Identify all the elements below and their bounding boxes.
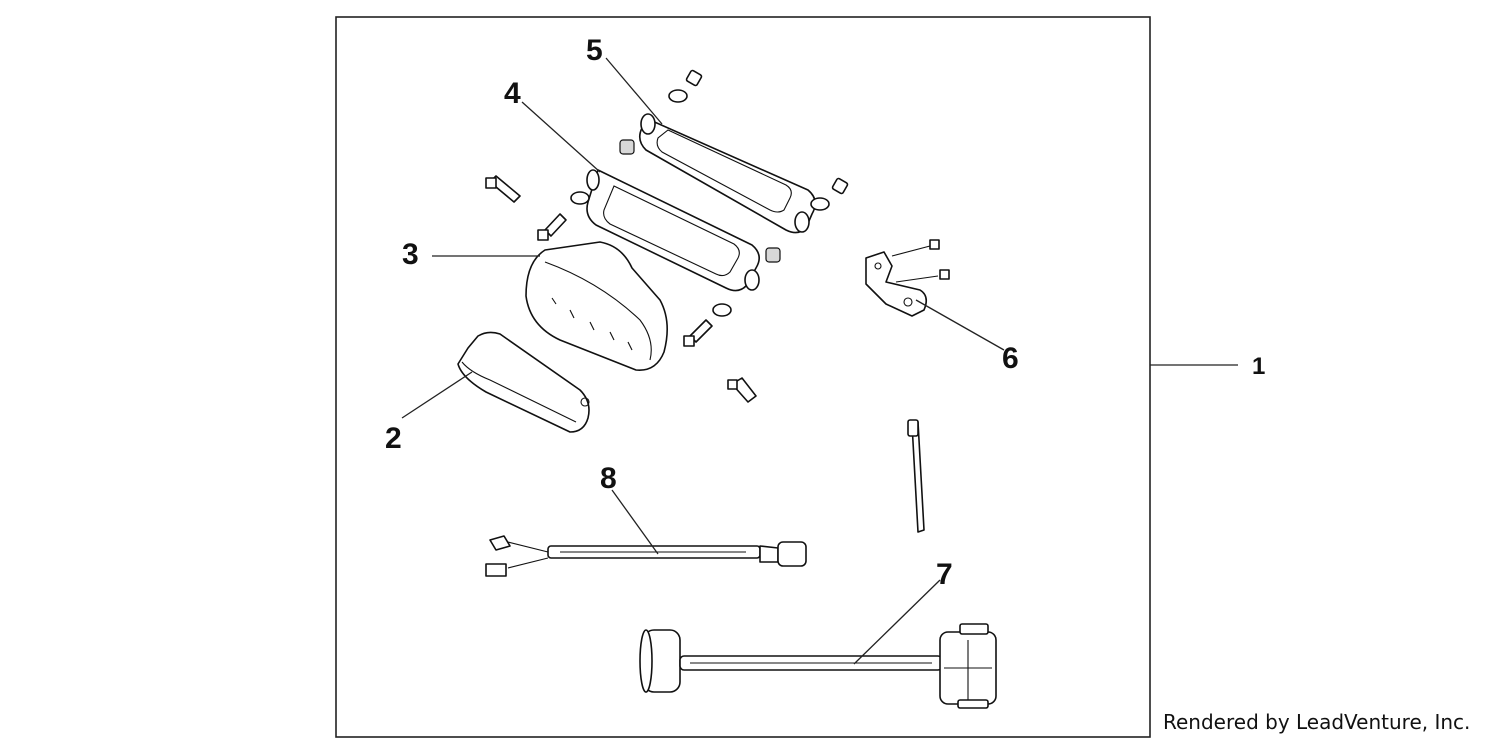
part-4-gasket bbox=[586, 169, 760, 292]
part-3-housing bbox=[525, 241, 668, 371]
part-7-connector-harness bbox=[639, 623, 997, 709]
leader-8 bbox=[611, 489, 659, 555]
cable-tie bbox=[907, 419, 925, 533]
callout-4: 4 bbox=[504, 77, 521, 110]
callout-7: 7 bbox=[936, 558, 953, 591]
part-2-lens bbox=[457, 331, 590, 433]
leader-2 bbox=[401, 371, 473, 419]
leader-5 bbox=[605, 57, 663, 125]
leader-7 bbox=[853, 579, 941, 665]
callout-6: 6 bbox=[1002, 342, 1019, 375]
part-8-harness bbox=[485, 535, 807, 577]
callout-5: 5 bbox=[586, 34, 603, 67]
callout-1: 1 bbox=[1252, 353, 1265, 380]
diagram-frame bbox=[335, 16, 1151, 738]
render-credit: Rendered by LeadVenture, Inc. bbox=[1163, 710, 1471, 734]
hardware bbox=[485, 69, 849, 403]
leader-4 bbox=[521, 101, 601, 173]
callout-2: 2 bbox=[385, 422, 402, 455]
part-6-bracket bbox=[865, 239, 950, 317]
callout-8: 8 bbox=[600, 462, 617, 495]
leader-6 bbox=[915, 299, 1005, 351]
callout-3: 3 bbox=[402, 238, 419, 271]
